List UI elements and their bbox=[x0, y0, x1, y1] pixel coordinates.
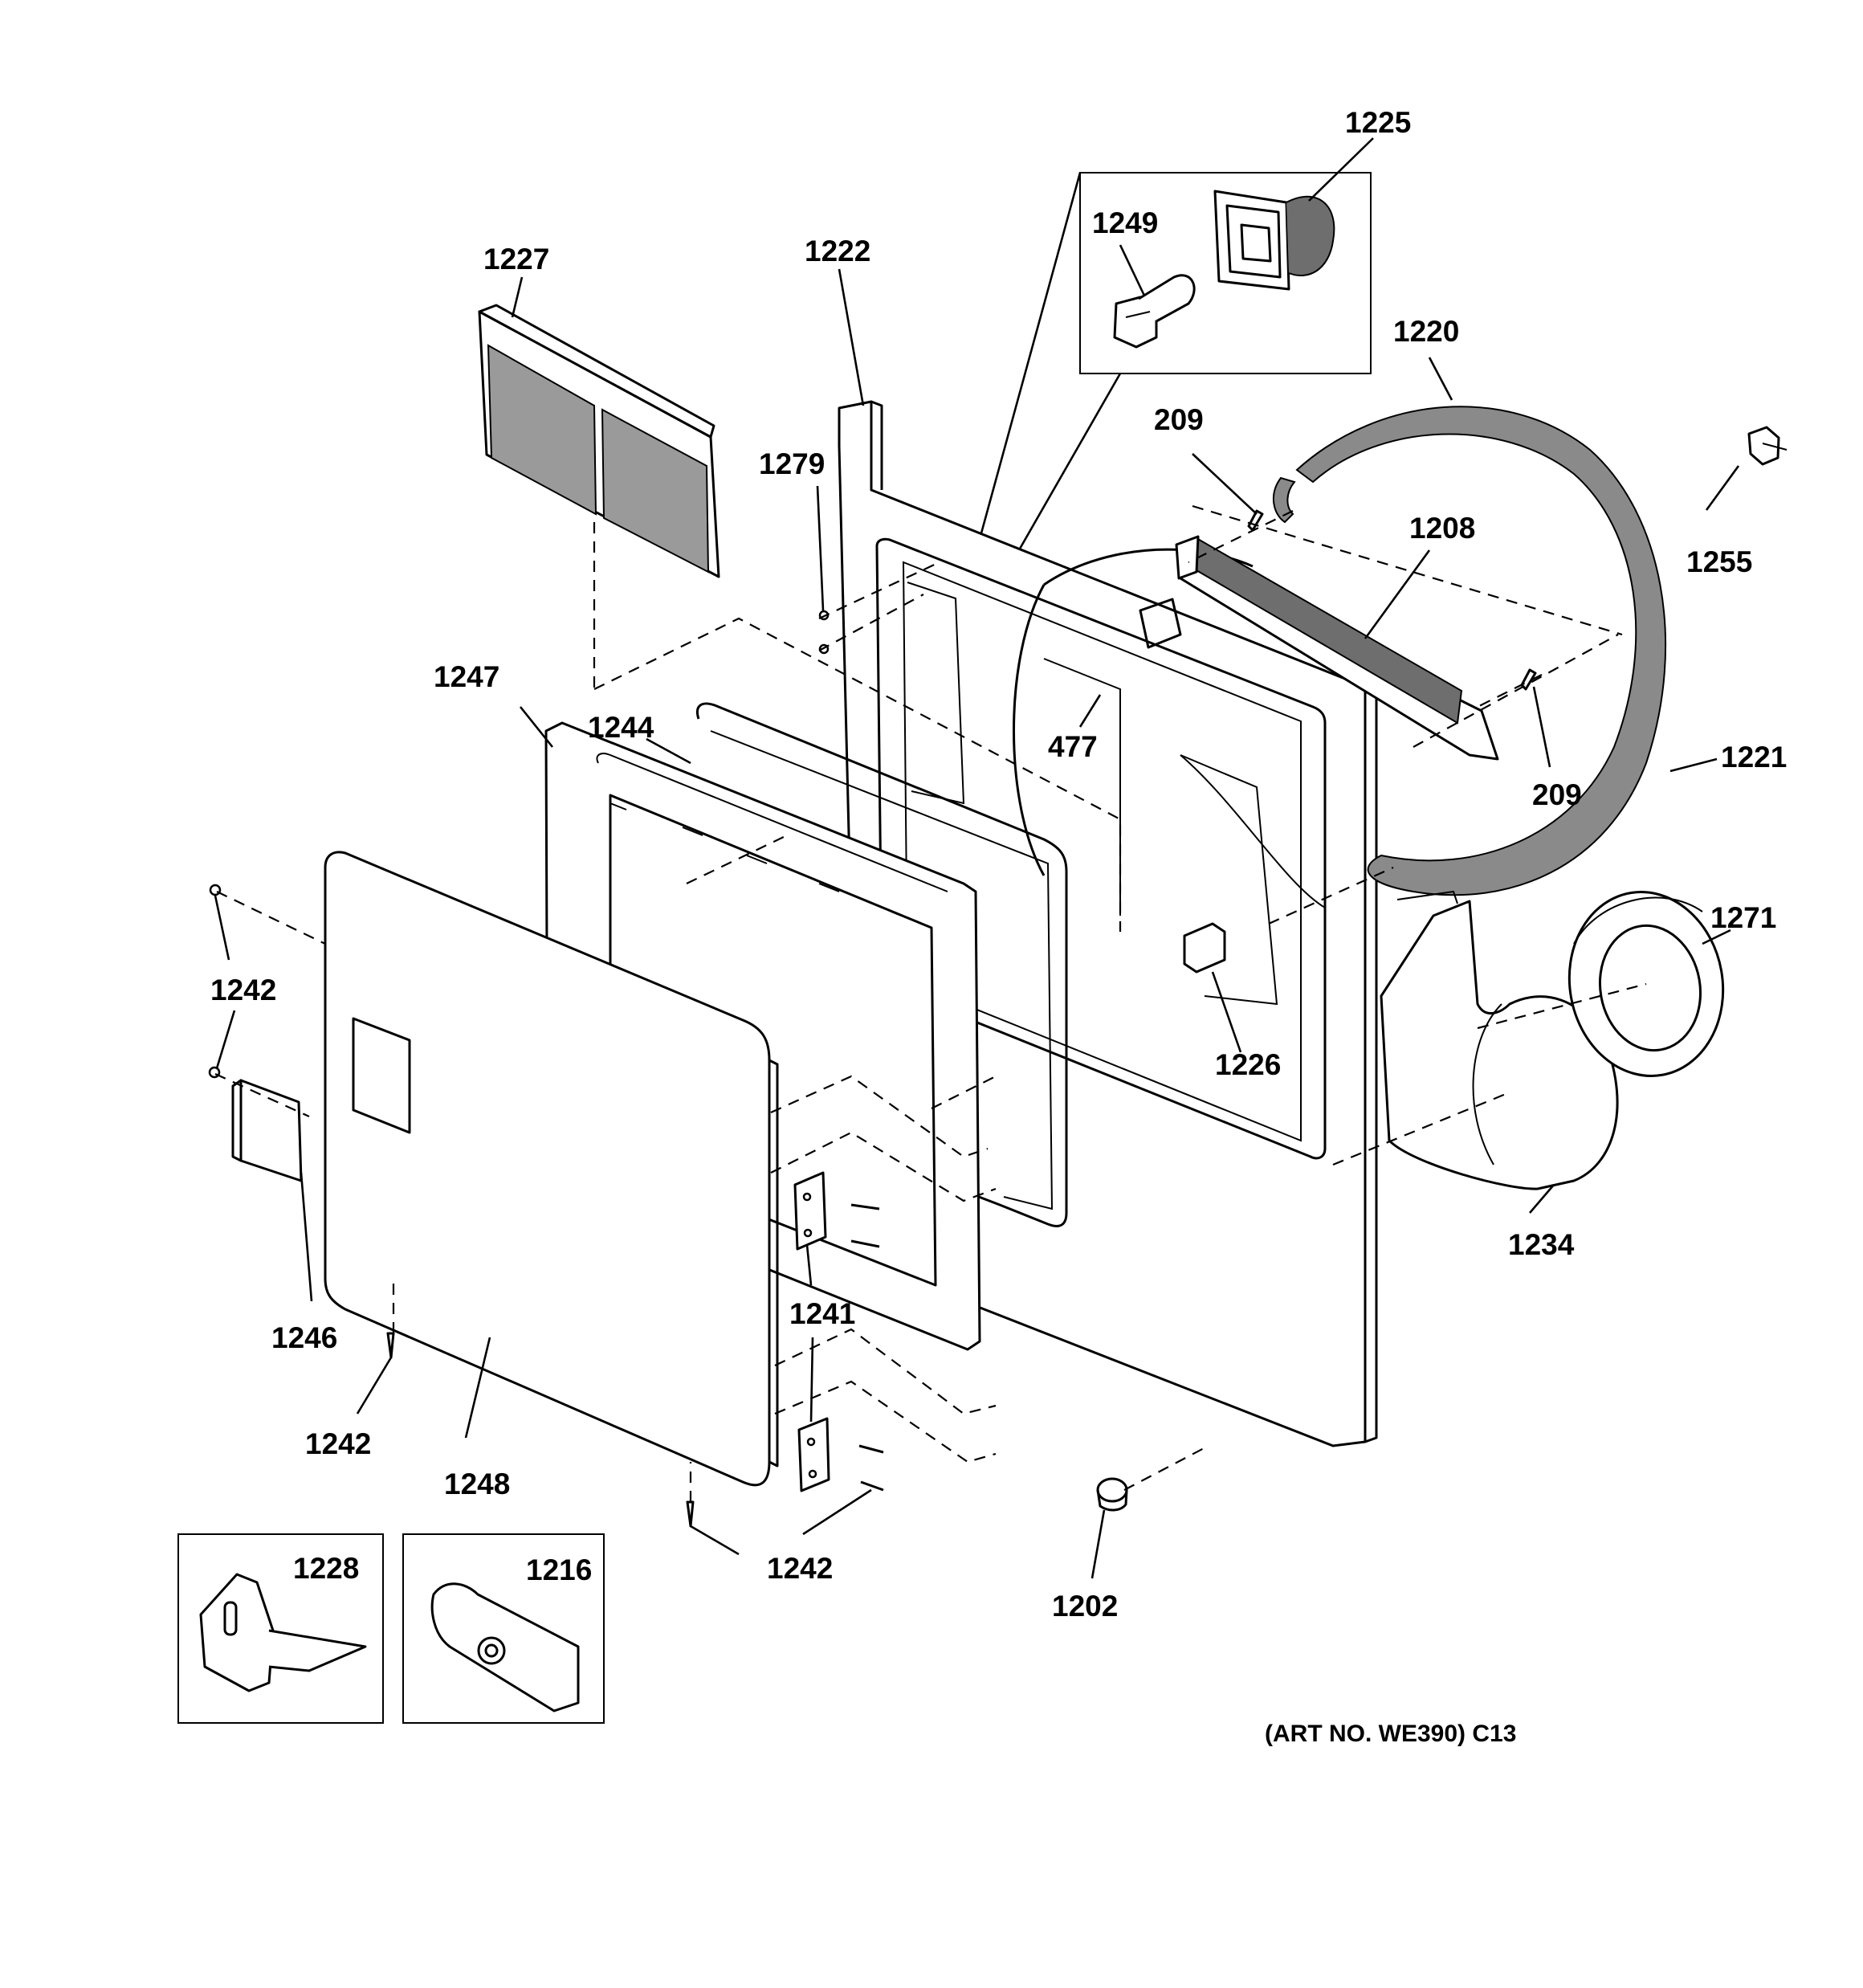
inset-box-1216 bbox=[402, 1533, 605, 1724]
callout-209-upper: 209 bbox=[1154, 403, 1204, 436]
lint-filter-1227 bbox=[478, 304, 720, 578]
leveling-foot-1202 bbox=[1096, 1477, 1128, 1512]
hinge-1241-lower bbox=[797, 1417, 830, 1492]
callout-1247: 1247 bbox=[434, 660, 499, 693]
callout-1222: 1222 bbox=[805, 235, 870, 267]
callout-1225: 1225 bbox=[1345, 106, 1411, 139]
callout-477: 477 bbox=[1048, 730, 1098, 763]
callout-1202: 1202 bbox=[1052, 1590, 1118, 1623]
callout-labels: 1225 1249 1227 1222 1220 209 1279 1208 1… bbox=[210, 106, 1787, 1747]
callout-1216: 1216 bbox=[526, 1553, 592, 1586]
callout-1271: 1271 bbox=[1710, 901, 1776, 934]
callout-1244: 1244 bbox=[588, 711, 654, 744]
callout-1242-left: 1242 bbox=[210, 974, 276, 1006]
screws bbox=[208, 509, 1537, 1528]
callout-1226: 1226 bbox=[1215, 1048, 1281, 1081]
callout-1220: 1220 bbox=[1393, 315, 1459, 348]
art-number-caption: (ART NO. WE390) C13 bbox=[1265, 1721, 1516, 1747]
callout-1248: 1248 bbox=[444, 1468, 510, 1500]
door-strike-1246 bbox=[231, 1079, 303, 1182]
callout-1234: 1234 bbox=[1508, 1228, 1575, 1261]
callout-1227: 1227 bbox=[483, 243, 549, 276]
drum-felt-seal-1220-1221 bbox=[1272, 406, 1667, 896]
door-switch-actuator-1249 bbox=[1113, 274, 1196, 349]
callout-209-lower: 209 bbox=[1532, 778, 1582, 811]
blower-duct-1234 bbox=[1380, 890, 1619, 1190]
callout-1241: 1241 bbox=[789, 1297, 855, 1330]
door-switch-housing-1225 bbox=[1213, 190, 1335, 291]
callout-1279: 1279 bbox=[759, 447, 825, 480]
leader-lines bbox=[214, 137, 1740, 1579]
inset-box-1228 bbox=[177, 1533, 384, 1724]
assembly-dashed-lines bbox=[214, 504, 1647, 1502]
clip-1255 bbox=[1747, 426, 1788, 466]
callout-1242-bottom-left: 1242 bbox=[305, 1427, 371, 1460]
outer-door-1248 bbox=[324, 851, 779, 1487]
door-switch-1226 bbox=[1183, 922, 1226, 974]
callout-1242-bottom: 1242 bbox=[767, 1552, 833, 1585]
lint-duct-1208 bbox=[1175, 535, 1499, 761]
callout-1221: 1221 bbox=[1721, 741, 1787, 774]
callout-1249: 1249 bbox=[1092, 206, 1158, 239]
callout-1208: 1208 bbox=[1409, 512, 1475, 545]
hinge-1241-upper bbox=[793, 1171, 827, 1251]
door-seal-1244 bbox=[695, 702, 1068, 1227]
callout-1246: 1246 bbox=[271, 1321, 337, 1354]
callout-1228: 1228 bbox=[293, 1552, 359, 1585]
callout-1255: 1255 bbox=[1686, 545, 1752, 578]
